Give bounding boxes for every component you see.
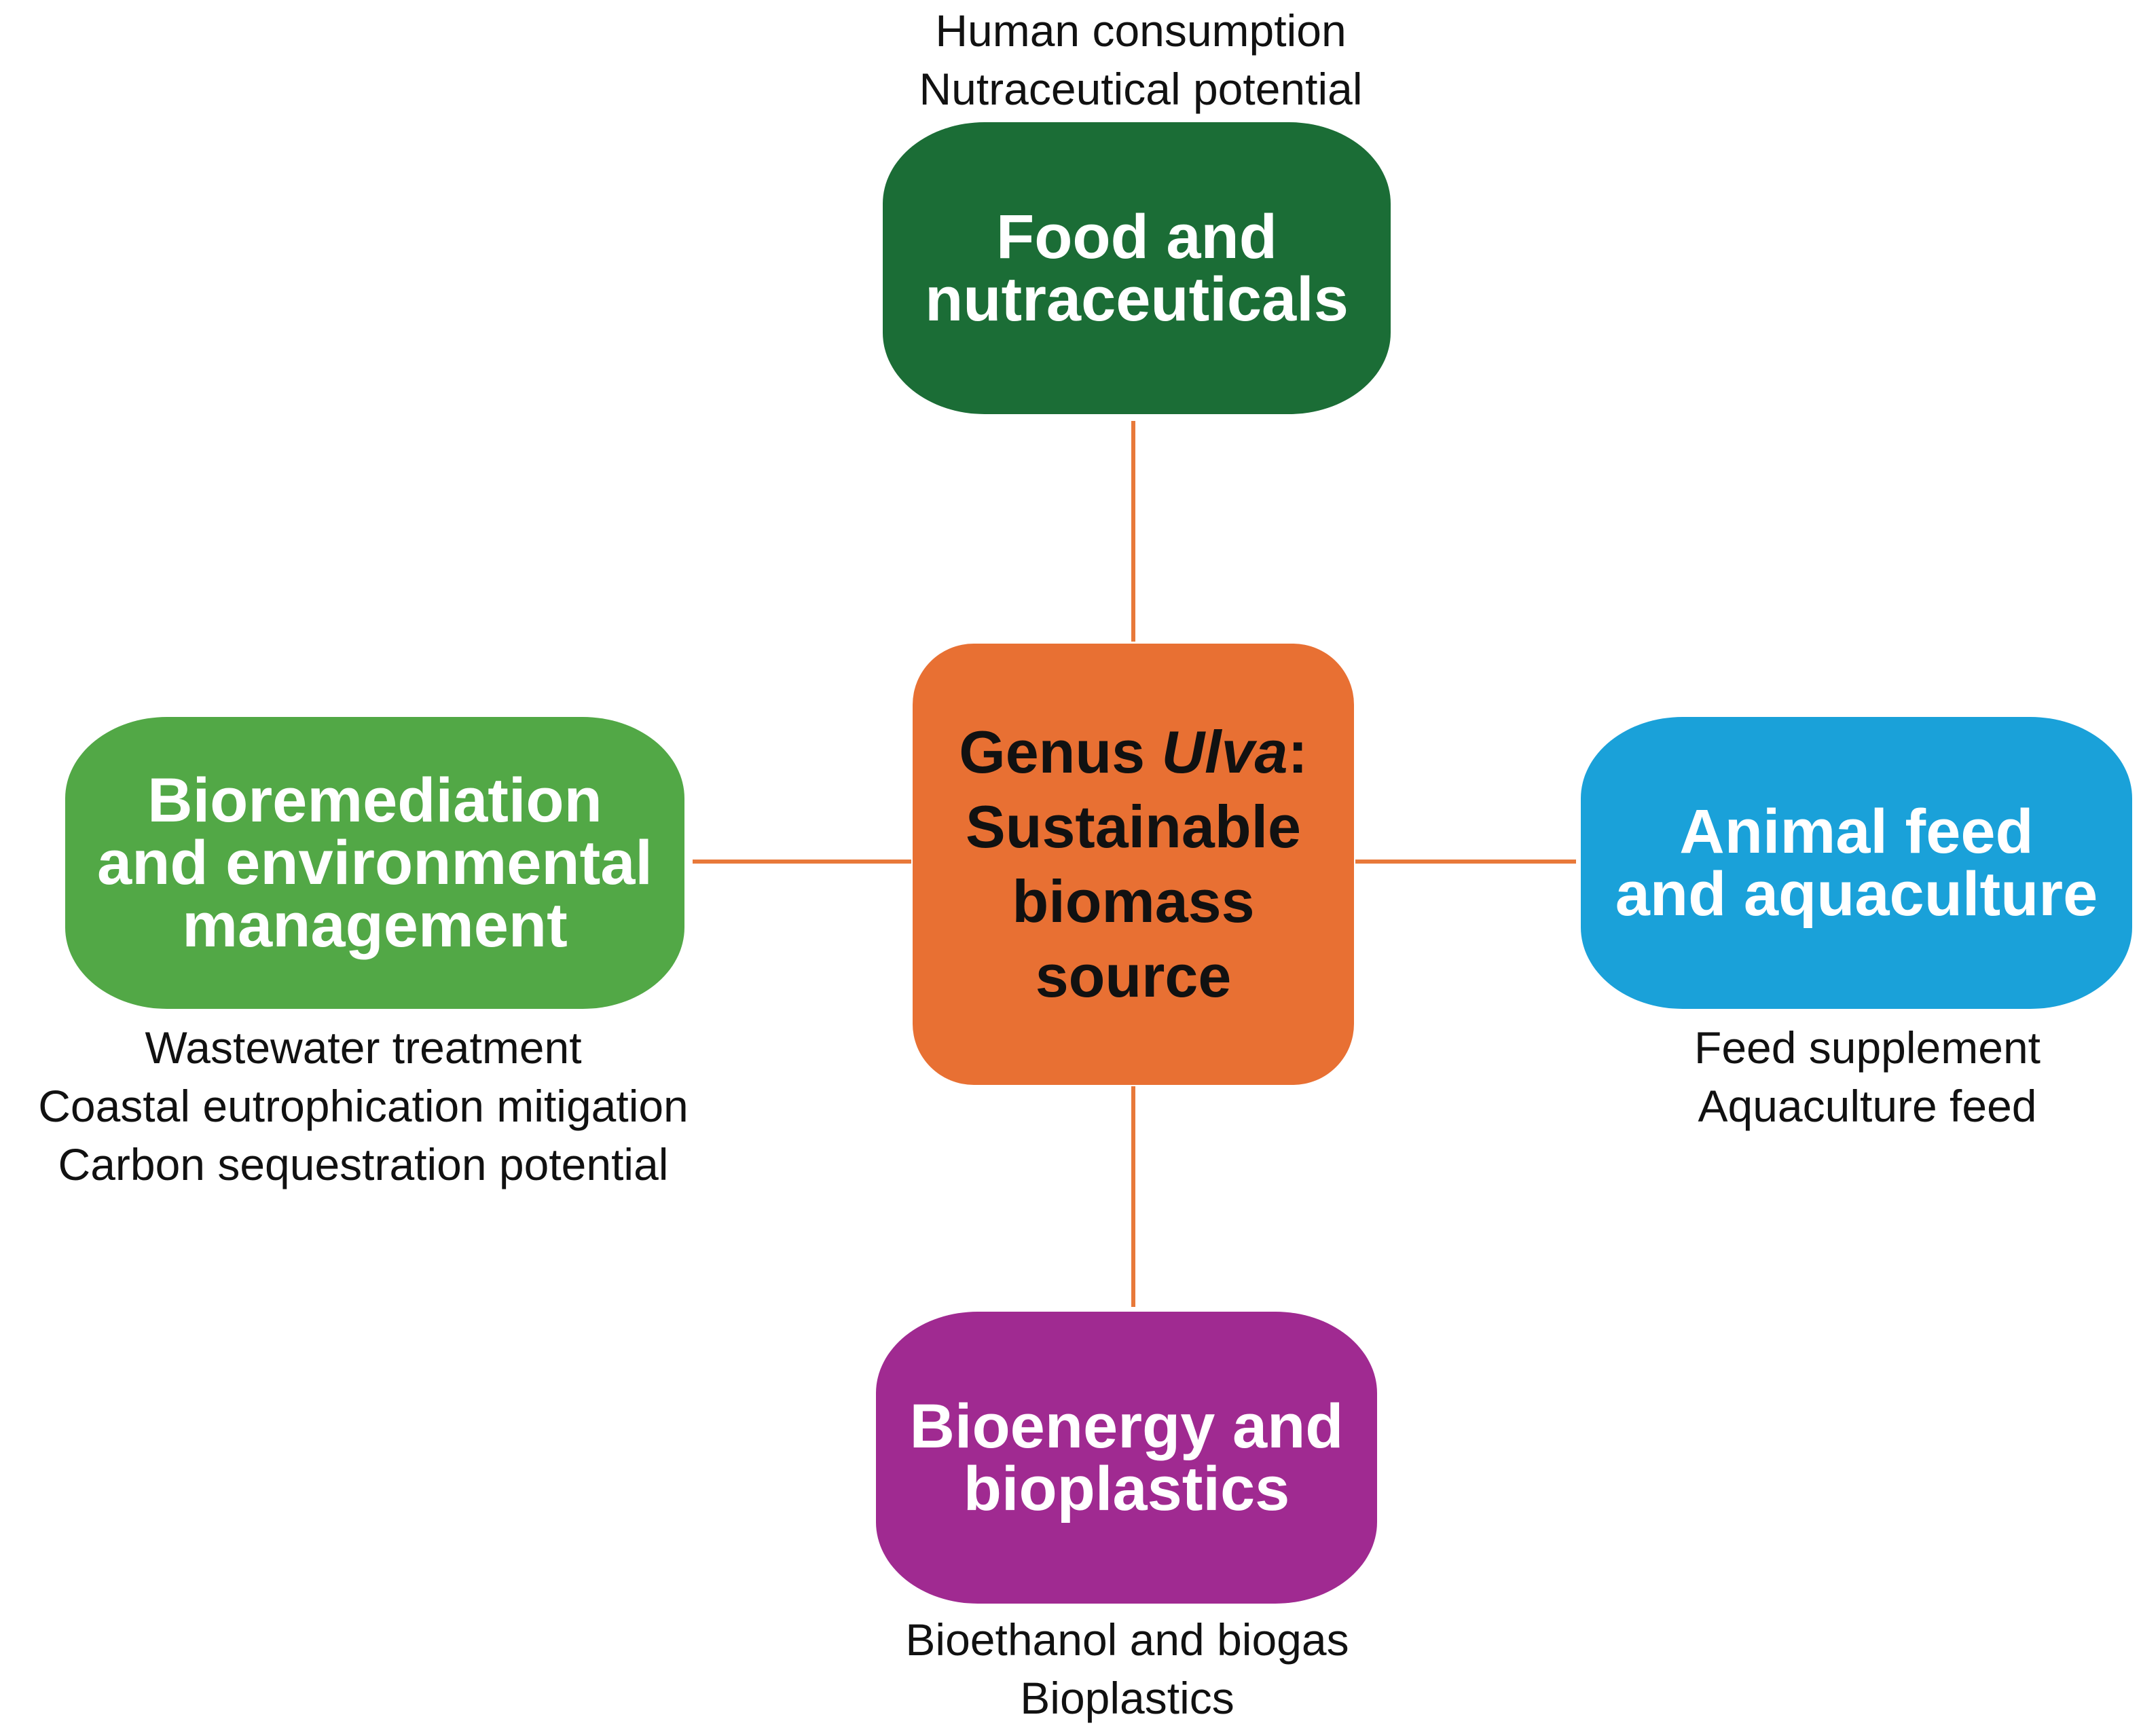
center-genus-italic: Ulva (1161, 718, 1288, 786)
food-notes: Human consumption Nutraceutical potentia… (801, 1, 1480, 118)
connector-left (693, 860, 911, 864)
bioremediation-title-line-2: and environmental (97, 828, 653, 898)
food-note-2: Nutraceutical potential (919, 64, 1363, 114)
center-title-line-3: biomass (1012, 868, 1255, 935)
animal-notes: Feed supplement Aquaculture feed (1609, 1018, 2125, 1135)
animal-title-line-1: Animal feed (1679, 797, 2034, 866)
center-node: Genus Ulva: Sustainable biomass source (913, 644, 1354, 1085)
bioremediation-note-1: Wastewater treatment (145, 1022, 582, 1073)
bioenergy-node: Bioenergy and bioplastics (876, 1312, 1377, 1604)
bioremediation-note-3: Carbon sequestration potential (58, 1139, 669, 1189)
center-title-line-1: Genus Ulva: (959, 715, 1308, 790)
food-title-line-2: nutraceuticals (925, 265, 1349, 334)
connector-top (1131, 421, 1135, 642)
animal-title-line-2: and aquaculture (1615, 860, 2098, 929)
bioenergy-note-1: Bioethanol and biogas (905, 1614, 1349, 1665)
bioremediation-note-2: Coastal eutrophication mitigation (38, 1081, 689, 1131)
center-genus-suffix: : (1287, 718, 1308, 786)
bioremediation-notes: Wastewater treatment Coastal eutrophicat… (0, 1018, 727, 1194)
bioenergy-notes: Bioethanol and biogas Bioplastics (788, 1610, 1467, 1727)
bioenergy-note-2: Bioplastics (1020, 1673, 1234, 1723)
bioremediation-node: Bioremediation and environmental managem… (65, 717, 684, 1009)
bioenergy-title-line-1: Bioenergy and (909, 1392, 1344, 1461)
connector-right (1355, 860, 1576, 864)
center-title-line-4: source (1035, 942, 1232, 1010)
bioremediation-title-line-3: management (182, 891, 568, 960)
animal-feed-node: Animal feed and aquaculture (1581, 717, 2132, 1009)
food-node: Food and nutraceuticals (883, 122, 1391, 414)
bioenergy-title-line-2: bioplastics (963, 1454, 1290, 1523)
animal-note-1: Feed supplement (1694, 1022, 2041, 1073)
food-title-line-1: Food and (996, 202, 1277, 272)
connector-bottom (1131, 1086, 1135, 1307)
food-note-1: Human consumption (935, 5, 1347, 56)
center-title-line-2: Sustainable (966, 793, 1301, 860)
center-genus-prefix: Genus (959, 718, 1162, 786)
bioremediation-title-line-1: Bioremediation (147, 766, 602, 835)
animal-note-2: Aquaculture feed (1698, 1081, 2037, 1131)
